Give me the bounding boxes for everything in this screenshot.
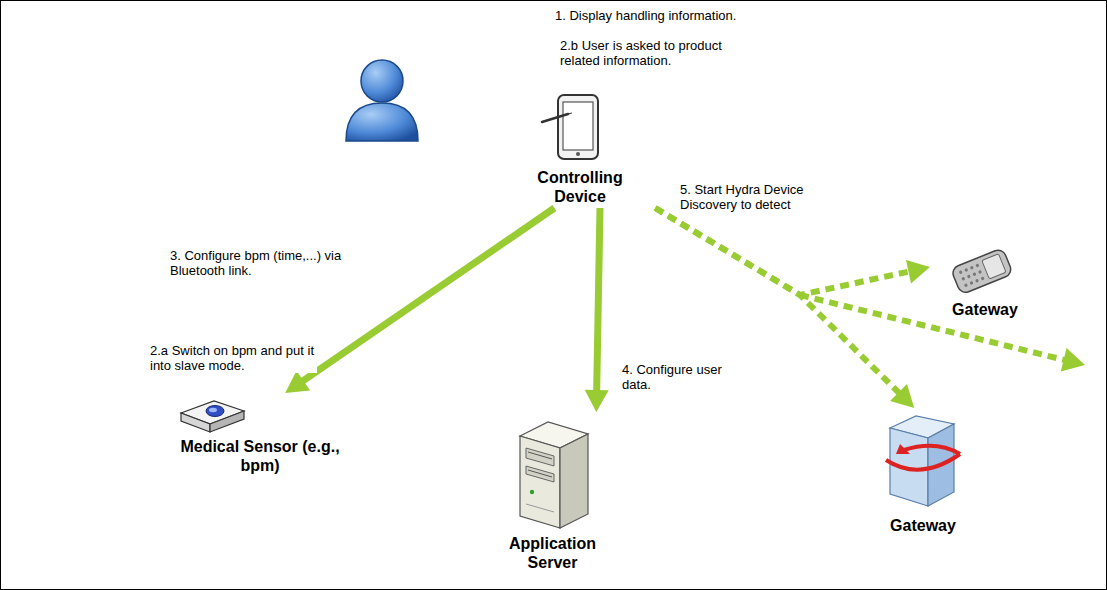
node-label: Gateway bbox=[871, 516, 976, 535]
blood-pressure-monitor-icon bbox=[176, 395, 248, 437]
configuration-connector bbox=[285, 208, 554, 393]
step-note: 2.a Switch on bpm and put it into slave … bbox=[148, 343, 317, 373]
arrowhead bbox=[1061, 348, 1085, 371]
step-note: 1. Display handling information. bbox=[553, 8, 787, 23]
arrowhead bbox=[585, 390, 609, 412]
connector-line bbox=[655, 208, 912, 295]
server-icon bbox=[512, 414, 594, 532]
gateway-node: Gateway bbox=[930, 238, 1040, 321]
tablet-icon bbox=[540, 92, 606, 167]
gateway-node: Gateway bbox=[868, 408, 978, 537]
discovery-connector bbox=[655, 208, 930, 295]
node-label: Medical Sensor (e.g., bpm) bbox=[173, 437, 348, 475]
arrowhead bbox=[890, 384, 914, 408]
gateway-box-icon bbox=[880, 410, 964, 512]
user-icon bbox=[338, 55, 426, 143]
node-label: Controlling Device bbox=[523, 168, 638, 206]
connector-line bbox=[597, 208, 600, 394]
application-server-node: Application Server bbox=[490, 412, 615, 574]
step-note: 3. Configure bpm (time,...) via Bluetoot… bbox=[168, 248, 387, 278]
configuration-connector bbox=[585, 208, 609, 412]
node-label: Gateway bbox=[933, 300, 1038, 319]
connector-line bbox=[800, 295, 1068, 361]
mobile-phone-icon bbox=[940, 240, 1020, 304]
step-note: 4. Configure user data. bbox=[620, 362, 754, 392]
step-note: 2.b User is asked to product related inf… bbox=[558, 38, 747, 68]
medical-sensor-node: Medical Sensor (e.g., bpm) bbox=[170, 393, 350, 477]
step-note: 5. Start Hydra Device Discovery to detec… bbox=[678, 182, 842, 212]
node-label: Application Server bbox=[493, 534, 613, 572]
discovery-branch bbox=[800, 295, 1085, 371]
controlling-device-node: Controlling Device bbox=[500, 90, 660, 208]
connector-line bbox=[300, 208, 554, 383]
arrowhead bbox=[906, 260, 930, 284]
arrowhead bbox=[285, 371, 310, 393]
